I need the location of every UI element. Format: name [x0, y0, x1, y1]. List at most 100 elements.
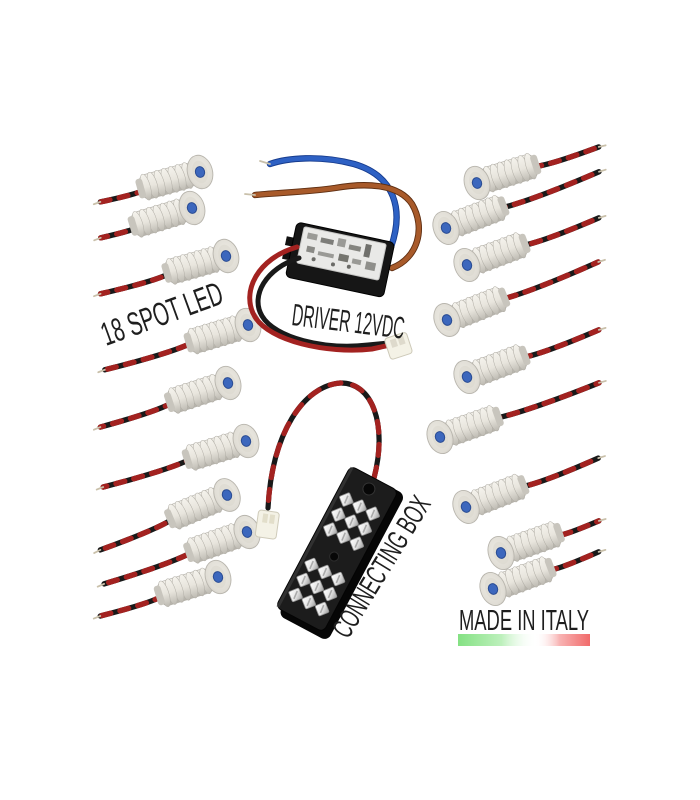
spot-light	[422, 380, 607, 458]
connector-sockets	[288, 492, 380, 617]
spot-group-left	[92, 151, 266, 620]
italy-flag-underline	[458, 634, 590, 646]
connector-socket	[330, 571, 346, 587]
spot-light	[92, 151, 218, 207]
plug-pin-slot	[389, 338, 398, 348]
plug-pin-slot	[262, 513, 269, 523]
cable-hole	[362, 482, 376, 496]
connector-socket-slot	[357, 502, 362, 511]
spot-light	[474, 548, 607, 610]
spot-wire-red	[517, 455, 601, 490]
spot-light	[447, 455, 606, 528]
wire-bare-tip	[597, 518, 607, 522]
connector-socket	[357, 521, 372, 536]
connector-socket-slot	[370, 509, 376, 518]
spot-wire-red	[498, 259, 601, 303]
connector-socket	[317, 564, 332, 580]
connector-socket	[336, 529, 351, 544]
spot-light	[428, 258, 606, 341]
made-in-italy-badge: MADE IN ITALY	[458, 605, 590, 646]
connecting-box-edge-highlight	[276, 466, 354, 608]
connector-socket-slot	[327, 525, 333, 534]
screw-hole	[329, 551, 340, 562]
connecting-box-assembly	[254, 380, 403, 639]
spot-group-right	[422, 144, 607, 610]
connector-socket	[309, 579, 324, 595]
plug-pin-slot	[397, 335, 406, 346]
connector-socket	[323, 522, 338, 537]
driver-wire-blue	[267, 156, 399, 250]
flag-red-bar	[535, 634, 590, 646]
connector-socket	[352, 499, 367, 514]
wire-bare-tip	[598, 380, 607, 384]
connector-socket	[365, 506, 380, 521]
spot-light	[93, 187, 210, 244]
connector-socket-slot	[293, 590, 298, 600]
connector-socket-slot	[327, 589, 333, 599]
wire-bare-tip	[597, 144, 607, 148]
connector-socket-slot	[343, 495, 349, 504]
wire-bare-tip	[92, 615, 102, 620]
spot-light	[448, 214, 607, 286]
spot-light	[97, 304, 266, 374]
driver-box	[282, 222, 395, 298]
spot-wire-red	[97, 515, 177, 553]
connecting-box-wire-red	[265, 380, 382, 511]
connector-socket-slot	[314, 582, 320, 592]
driver-circuit-print	[306, 232, 377, 272]
wire-bare-tip	[598, 168, 607, 173]
wire-bare-tip	[93, 236, 102, 242]
driver-wire-red	[247, 244, 393, 353]
connector-socket	[301, 594, 316, 610]
wire-bare-tip	[92, 426, 102, 431]
connector-socket-slot	[322, 567, 328, 577]
connector-socket-slot	[306, 597, 312, 607]
connector-socket-slot	[335, 574, 341, 584]
connector-socket	[331, 507, 346, 522]
driver-unit	[244, 155, 422, 360]
wire-bare-tip	[597, 214, 607, 219]
spot-wire-red	[518, 215, 602, 249]
wire-bare-tip	[93, 548, 102, 554]
driver-connector-plug	[384, 332, 413, 360]
spot-light	[483, 514, 607, 574]
spot-light	[448, 326, 607, 398]
spot-light	[427, 168, 607, 249]
driver-wire-brown	[252, 182, 422, 271]
driver-label-sticker	[296, 226, 387, 281]
connector-socket	[296, 572, 311, 588]
connector-socket-slot	[335, 510, 341, 519]
connector-socket	[314, 601, 330, 617]
connector-socket	[322, 586, 338, 602]
wire-bare-tip	[597, 326, 607, 331]
spot-wire-red	[497, 169, 602, 211]
connector-socket-slot	[319, 604, 325, 614]
spot-light	[459, 144, 607, 204]
connector-socket-slot	[349, 517, 354, 526]
connector-socket	[344, 514, 359, 529]
driver-wire-black	[255, 255, 391, 349]
connector-socket-slot	[341, 532, 346, 541]
made-in-italy-label: MADE IN ITALY	[459, 605, 589, 637]
connecting-box-top	[277, 467, 397, 631]
wire-bare-tip	[259, 160, 271, 165]
connector-socket	[288, 587, 303, 603]
spot-wire-red	[492, 380, 602, 422]
connector-socket	[304, 557, 319, 573]
connector-socket-slot	[301, 575, 306, 585]
wire-bare-tip	[92, 200, 102, 206]
wire-bare-tip	[597, 455, 606, 460]
connector-socket-slot	[354, 539, 360, 548]
wire-bare-tip	[95, 486, 105, 491]
spot-light	[96, 511, 265, 588]
wire-bare-tip	[597, 548, 607, 553]
wire-bare-tip	[93, 292, 102, 298]
wire-bare-tip	[96, 582, 106, 588]
connector-socket	[339, 492, 354, 507]
connector-socket-slot	[309, 560, 314, 570]
connecting-box-plug	[254, 509, 280, 540]
wire-bare-tip	[597, 258, 606, 263]
flag-green-bar	[458, 634, 537, 646]
